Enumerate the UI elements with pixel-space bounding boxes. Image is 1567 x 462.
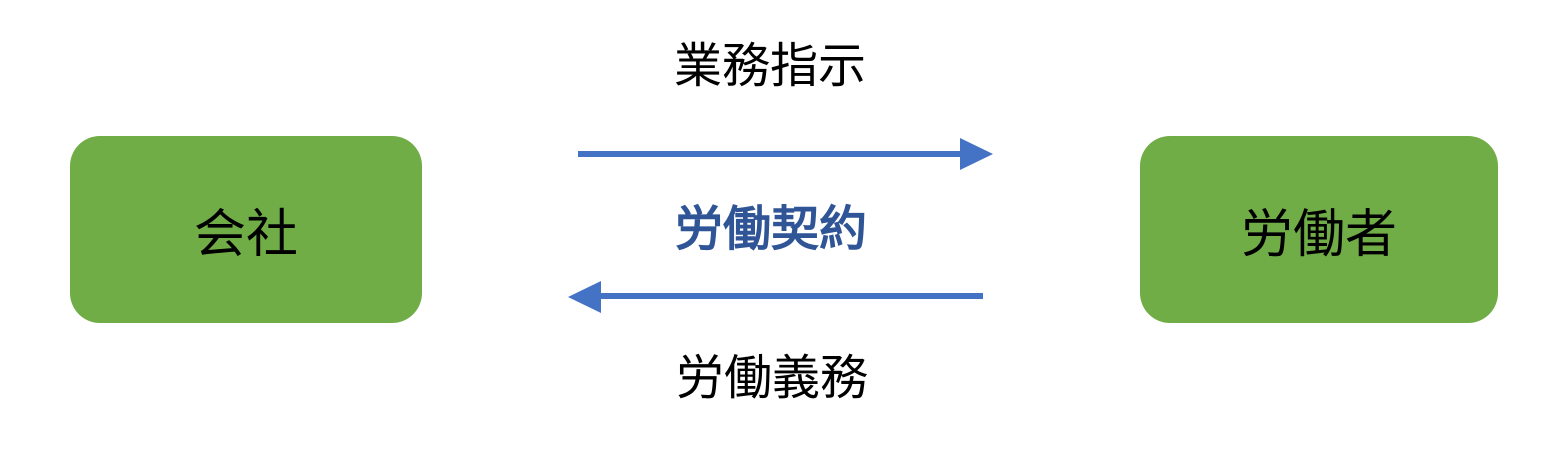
- company-node: 会社: [70, 136, 422, 323]
- duty-arrowhead-left-icon: [568, 281, 601, 313]
- duty-arrow: [568, 281, 983, 313]
- instruction-label: 業務指示: [673, 40, 867, 93]
- duty-label: 労働義務: [675, 352, 869, 405]
- label-column: [643, 15, 928, 430]
- worker-node: 労働者: [1140, 136, 1498, 323]
- company-node-label: 会社: [193, 207, 298, 264]
- instruction-arrowhead-right-icon: [960, 138, 993, 170]
- contract-label: 労働契約: [674, 203, 868, 256]
- worker-node-label: 労働者: [1240, 207, 1397, 264]
- instruction-arrow: [578, 138, 993, 170]
